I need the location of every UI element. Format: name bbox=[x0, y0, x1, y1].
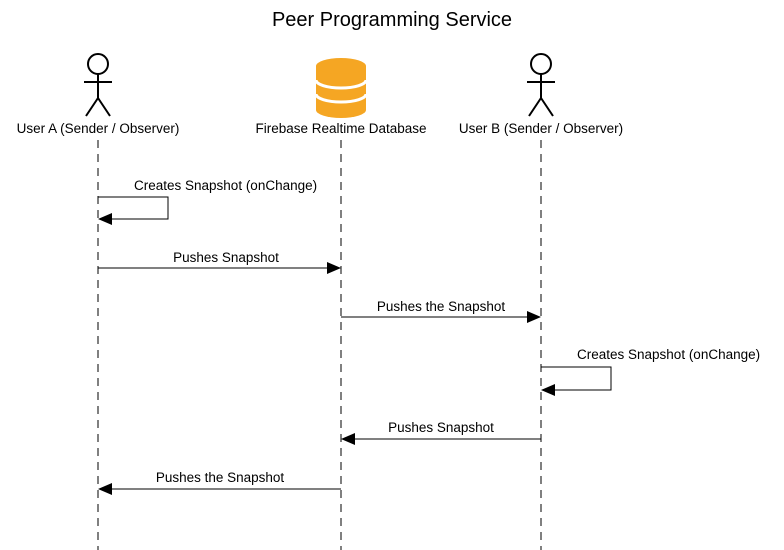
actor-icon bbox=[84, 53, 112, 117]
message-arrow bbox=[98, 196, 169, 225]
message-self-user-b: Creates Snapshot (onChange) bbox=[541, 347, 760, 396]
message-label: Pushes Snapshot bbox=[173, 250, 279, 265]
actor-icon bbox=[527, 53, 555, 117]
diagram-title: Peer Programming Service bbox=[272, 9, 512, 31]
message-database-to-user-a: Pushes the Snapshot bbox=[98, 470, 341, 495]
message-label: Pushes Snapshot bbox=[388, 420, 494, 435]
message-label: Creates Snapshot (onChange) bbox=[134, 178, 317, 193]
database-icon bbox=[314, 58, 368, 118]
participant-label: Firebase Realtime Database bbox=[255, 121, 426, 136]
participant-user-a: User A (Sender / Observer) bbox=[17, 53, 180, 136]
message-label: Pushes the Snapshot bbox=[377, 299, 506, 314]
participant-label: User A (Sender / Observer) bbox=[17, 121, 180, 136]
message-arrow bbox=[541, 366, 612, 396]
participant-database: Firebase Realtime Database bbox=[255, 58, 427, 136]
message-self-user-a: Creates Snapshot (onChange) bbox=[98, 178, 317, 225]
participant-label: User B (Sender / Observer) bbox=[459, 121, 623, 136]
message-label: Pushes the Snapshot bbox=[156, 470, 285, 485]
message-database-to-user-b: Pushes the Snapshot bbox=[341, 299, 541, 323]
participant-user-b: User B (Sender / Observer) bbox=[459, 53, 623, 136]
message-user-b-to-database: Pushes Snapshot bbox=[341, 420, 541, 445]
message-user-a-to-database: Pushes Snapshot bbox=[98, 250, 341, 274]
message-label: Creates Snapshot (onChange) bbox=[577, 347, 760, 362]
